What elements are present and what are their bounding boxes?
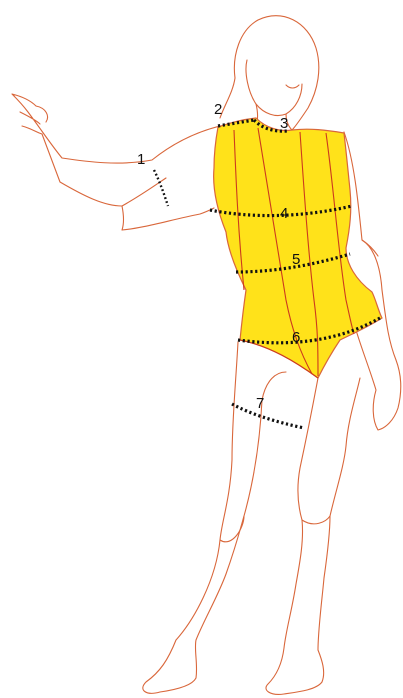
raised-arm-outline (12, 94, 220, 230)
label-6: 6 (292, 329, 300, 346)
head-outline (220, 16, 319, 130)
body-outline (12, 16, 401, 695)
label-4: 4 (280, 205, 288, 222)
label-7: 7 (256, 395, 264, 412)
label-3: 3 (280, 115, 288, 132)
closed-eye (286, 85, 299, 88)
label-2: 2 (214, 101, 222, 118)
left-leg-outline (266, 378, 360, 694)
measure-line-7-thigh (232, 404, 304, 428)
label-1: 1 (137, 151, 145, 168)
label-5: 5 (292, 251, 300, 268)
right-leg-outline (143, 342, 286, 693)
measure-line-1-bicep (154, 170, 168, 206)
left-knee-crease (302, 516, 330, 524)
